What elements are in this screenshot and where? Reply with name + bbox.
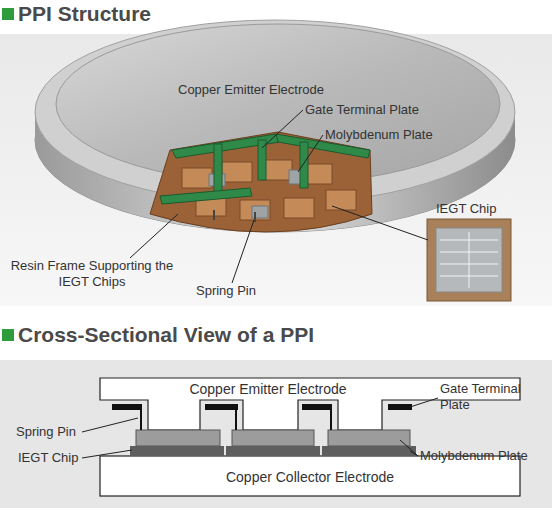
gate-terminal-plates: [160, 134, 370, 204]
section-molybdenum: [136, 430, 410, 446]
part-label: Copper Emitter Electrode: [178, 82, 324, 98]
part-label: IEGT Chip: [436, 201, 496, 217]
part-label: Gate Terminal Plate: [305, 102, 419, 118]
electrode-box: Copper Emitter Electrode: [148, 378, 388, 400]
electrode-label: Copper Collector Electrode: [226, 469, 394, 485]
part-label: IEGT Chip: [18, 450, 78, 466]
section-gate-plates: [112, 404, 412, 410]
section-spring-pins: [141, 410, 331, 430]
part-label: Molybdenum Plate: [325, 127, 433, 143]
part-label: Spring Pin: [196, 283, 256, 299]
section-chips: [130, 446, 416, 456]
heading-marker: [2, 329, 14, 341]
chip-inset: [427, 219, 511, 301]
electrode-box: Copper Collector Electrode: [100, 458, 520, 496]
disc-flange: [35, 20, 515, 204]
part-label: Resin Frame Supporting the IEGT Chips: [6, 258, 178, 290]
frame-cells: [182, 160, 356, 220]
part-label: Molybdenum Plate: [420, 448, 528, 464]
section-leaders: [82, 398, 438, 458]
part-label: Spring Pin: [16, 424, 76, 440]
chip-die: [436, 228, 502, 292]
electrode-label: Copper Emitter Electrode: [189, 381, 346, 397]
section-heading: PPI Structure: [18, 1, 151, 27]
chip-pattern: [440, 232, 498, 288]
cutaway-frame: [150, 132, 372, 232]
emitter-face: [56, 24, 500, 184]
part-label: Gate Terminal Plate: [440, 381, 544, 413]
section-heading: Cross-Sectional View of a PPI: [18, 322, 314, 348]
section-background: [0, 360, 552, 508]
spring-pins: [214, 210, 255, 222]
heading-marker: [2, 8, 14, 20]
